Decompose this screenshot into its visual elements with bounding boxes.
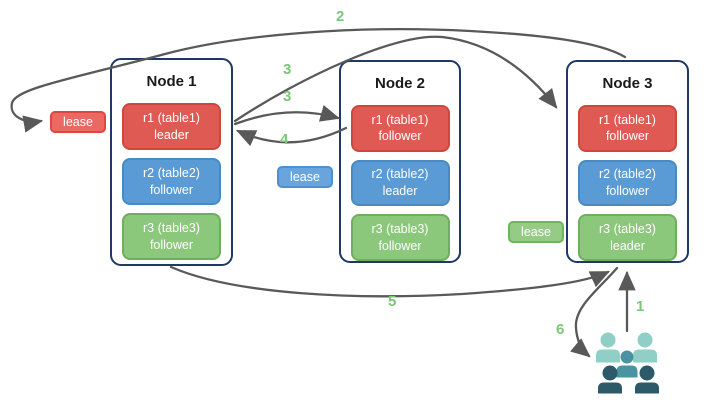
replica-r2-table2: r2 (table2) follower (578, 159, 677, 207)
replica-name: r2 (table2) (599, 167, 656, 182)
replica-role: follower (605, 183, 650, 198)
replica-role: follower (149, 237, 194, 252)
node-title: Node 3 (602, 75, 653, 92)
arrow-step-5-node1-to-node3 (169, 265, 610, 298)
step-label-1: 1 (636, 298, 645, 315)
step-label-6: 6 (556, 321, 565, 338)
replica-name: r1 (table1) (371, 112, 429, 127)
replica-r1-table1: r1 (table1) leader (122, 103, 221, 150)
replica-name: r2 (table2) (143, 166, 200, 180)
replica-name: r1 (table1) (599, 112, 656, 127)
replica-role: follower (149, 182, 194, 197)
arrow-step-4-node2-to-node1 (236, 126, 348, 147)
replica-name: r3 (table3) (599, 222, 656, 237)
replica-role: leader (154, 127, 189, 142)
step-label-4: 4 (280, 131, 289, 148)
replica-r3-table3: r3 (table3) leader (578, 214, 677, 262)
node-3-box: Node 3 r1 (table1) follower r2 (table2) … (566, 60, 689, 263)
lease-label: lease (63, 115, 93, 129)
replica-r1-table1: r1 (table1) follower (350, 104, 450, 152)
node-2-box: Node 2 r1 (table1) follower r2 (table2) … (339, 60, 461, 263)
replica-role: follower (378, 238, 422, 253)
users-group-icon (596, 332, 659, 394)
step-label-3a: 3 (283, 61, 292, 78)
lease-badge-table2: lease (277, 166, 333, 188)
lease-label: lease (521, 225, 551, 239)
node-1-box: Node 1 r1 (table1) leader r2 (table2) fo… (110, 58, 233, 266)
step-label-5: 5 (388, 293, 397, 310)
node-title: Node 2 (374, 75, 425, 92)
lease-label: lease (290, 170, 320, 184)
replica-r2-table2: r2 (table2) leader (350, 159, 450, 207)
replica-r2-table2: r2 (table2) follower (122, 158, 221, 205)
replica-r3-table3: r3 (table3) follower (122, 213, 221, 260)
arrow-step-2-node3-to-lease1 (10, 28, 627, 133)
replica-name: r1 (table1) (143, 111, 200, 125)
replica-role: follower (378, 129, 422, 144)
replica-name: r3 (table3) (143, 221, 200, 235)
step-label-3b: 3 (283, 88, 292, 105)
node-title: Node 1 (146, 73, 197, 90)
arrow-step-3-node1-to-node2 (233, 104, 341, 126)
replica-name: r3 (table3) (371, 222, 429, 237)
replica-name: r2 (table2) (371, 167, 429, 182)
lease-badge-table1: lease (50, 111, 106, 133)
replica-r3-table3: r3 (table3) follower (350, 214, 450, 262)
replica-role: leader (610, 238, 645, 253)
replica-role: leader (382, 183, 418, 198)
replica-role: follower (605, 129, 650, 144)
replica-r1-table1: r1 (table1) follower (578, 104, 677, 152)
lease-badge-table3: lease (508, 221, 564, 243)
step-label-2: 2 (336, 8, 345, 25)
